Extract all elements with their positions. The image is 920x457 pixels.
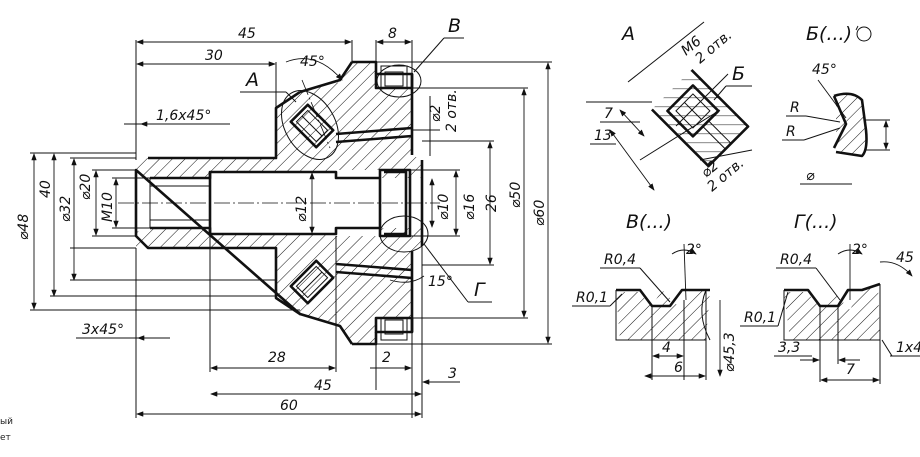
mark-b: Б	[732, 63, 745, 85]
dim-30: 30	[205, 48, 223, 64]
detail-b: Б(...) 45° R R ⌀	[782, 23, 890, 185]
detail-v: В(...) 2° R0,4 R0,1 4 6 ⌀45,3	[572, 211, 738, 380]
dim-60: 60	[280, 398, 298, 414]
r01-g: R0,1	[744, 310, 776, 326]
dim-phi10: ⌀10	[436, 194, 452, 220]
view-g-title: Г(...)	[794, 211, 838, 233]
ang-45-b: 45°	[812, 62, 837, 78]
phi-b: ⌀	[806, 168, 815, 184]
view-v-title: В(...)	[626, 211, 672, 233]
dim-phi48: ⌀48	[16, 214, 32, 240]
dim-28: 28	[268, 350, 286, 366]
mark-v: В	[448, 15, 461, 37]
dim-phi12: ⌀12	[294, 196, 310, 222]
side-text-1: ый	[0, 417, 13, 427]
dim-15deg: 15°	[428, 274, 453, 290]
dim-8: 8	[388, 26, 397, 42]
mark-a: А	[244, 69, 259, 91]
mark-g: Г	[474, 279, 486, 301]
dim-m10: M10	[100, 192, 116, 222]
detail-a: А M6 2 отв. Б 7 13 ⌀2 2 отв.	[586, 21, 753, 195]
dim-45-bottom: 45	[314, 378, 332, 394]
dim-chamfer-3: 3x45°	[82, 322, 124, 338]
dim-45deg: 45°	[300, 54, 325, 70]
r-upper: R	[790, 100, 800, 116]
dim-phi50: ⌀50	[508, 182, 524, 208]
dim-2: 2	[382, 350, 391, 366]
dim-7-g: 7	[846, 362, 855, 378]
r01-v: R0,1	[576, 290, 608, 306]
rotation-circle-icon	[856, 26, 872, 42]
dim-3-3: 3,3	[778, 340, 800, 356]
dim-6-v: 6	[674, 360, 683, 376]
side-text-2: ет	[0, 433, 11, 443]
phi-45-3: ⌀45,3	[722, 332, 738, 372]
dim-45-top: 45	[238, 26, 256, 42]
dim-1x4: 1x4	[896, 340, 920, 356]
main-section-view	[118, 60, 440, 346]
dim-3: 3	[448, 366, 457, 382]
dim-2otv: 2 отв.	[444, 89, 460, 132]
detail-g: Г(...) 2° 45 R0,4 R0,1 3,3 7 1x4	[740, 211, 920, 384]
ang-45-g: 45	[896, 250, 914, 266]
ang-2-g: 2°	[852, 242, 868, 258]
dim-phi60: ⌀60	[532, 200, 548, 226]
r04-v: R0,4	[604, 252, 636, 268]
dim-phi2: ⌀2	[428, 105, 444, 122]
dim-phi20: ⌀20	[78, 174, 94, 200]
view-b-title: Б(...)	[806, 23, 852, 45]
r-lower: R	[786, 124, 796, 140]
main-dimensions: 45 8 30 45° А В 1,6x45° ⌀2 2 отв. ⌀48	[16, 15, 552, 418]
view-a-title: А	[620, 23, 635, 45]
dim-7: 7	[604, 106, 613, 122]
r04-g: R0,4	[780, 252, 812, 268]
dim-13: 13	[594, 128, 612, 144]
dim-phi16: ⌀16	[462, 194, 478, 220]
ang-2-v: 2°	[686, 242, 702, 258]
dim-40: 40	[38, 180, 54, 198]
dim-phi32: ⌀32	[58, 196, 74, 222]
dim-chamfer-16: 1,6x45°	[156, 108, 211, 124]
dim-26: 26	[484, 194, 500, 212]
dim-4-v: 4	[662, 340, 671, 356]
